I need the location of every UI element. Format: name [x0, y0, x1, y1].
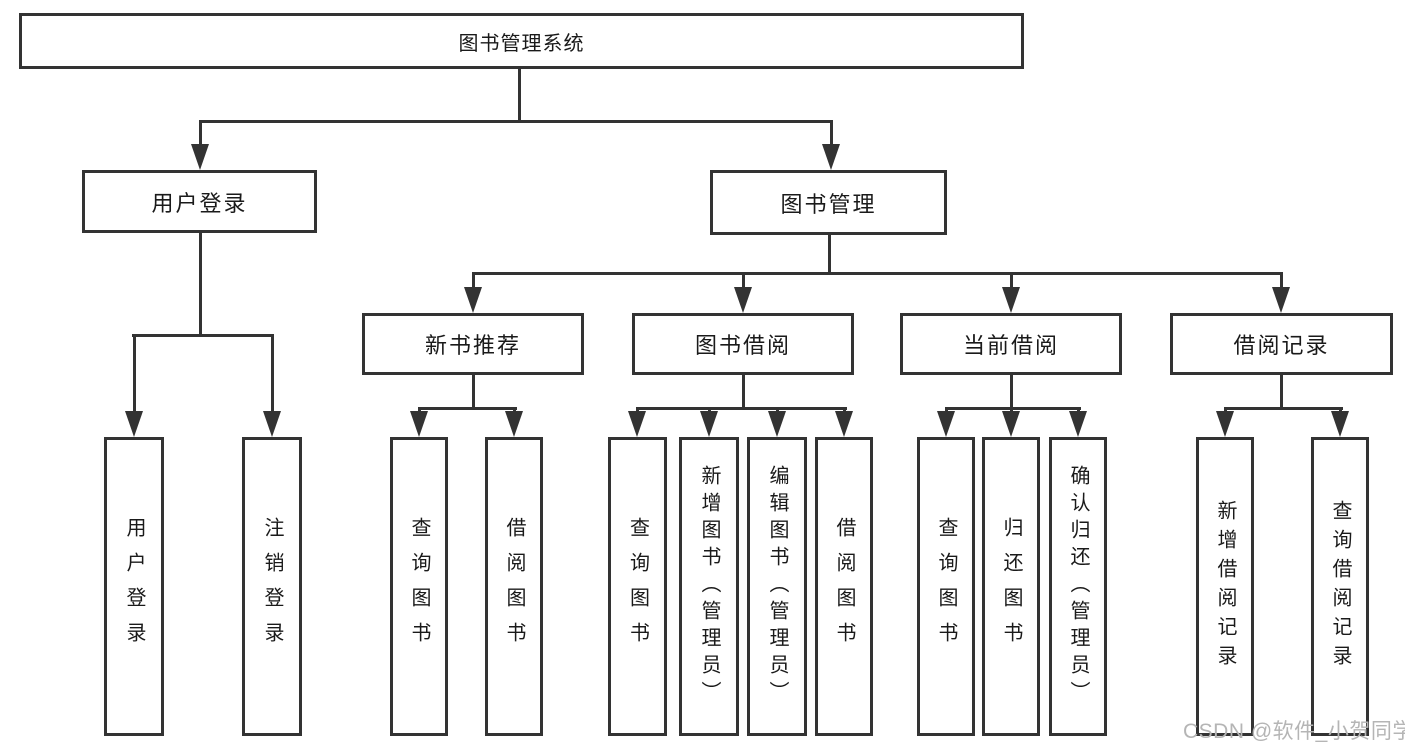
- node-user-login-label: 用户登录: [151, 190, 248, 216]
- connector-book-borrow-trunk: [742, 375, 745, 410]
- leaf-user-login-label: 用户登录: [123, 516, 145, 657]
- connector-root-branch: [199, 120, 832, 123]
- arrowhead-down-icon: [628, 411, 646, 437]
- arrowhead-down-icon: [1069, 411, 1087, 437]
- connector-drop-leaf-logout: [271, 334, 274, 414]
- arrowhead-down-icon: [1002, 287, 1020, 313]
- arrowhead-down-icon: [734, 287, 752, 313]
- arrowhead-down-icon: [125, 411, 143, 437]
- node-book-borrow-label: 图书借阅: [694, 333, 791, 358]
- connector-drop-new-book: [472, 272, 475, 290]
- connector-drop-current-borrow: [1010, 272, 1013, 290]
- connector-drop-user-login: [199, 120, 202, 150]
- node-library-system-label: 图书管理系统: [458, 32, 585, 55]
- leaf-newbook-borrow-books-label: 借阅图书: [503, 516, 525, 657]
- arrowhead-down-icon: [700, 411, 718, 437]
- node-book-borrow: 图书借阅: [632, 313, 854, 375]
- connector-user-login-branch: [132, 334, 274, 337]
- leaf-borrow-edit-books-admin: 编辑图书（管理员）: [747, 437, 807, 736]
- node-user-login: 用户登录: [82, 170, 317, 233]
- connector-drop-borrow-records: [1280, 272, 1283, 290]
- leaf-records-add-record-label: 新增借阅记录: [1214, 499, 1236, 674]
- leaf-records-search-record-label: 查询借阅记录: [1329, 499, 1351, 674]
- leaf-logout-login: 注销登录: [242, 437, 302, 736]
- arrowhead-down-icon: [768, 411, 786, 437]
- connector-borrow-records-trunk: [1280, 375, 1283, 410]
- arrowhead-down-icon: [937, 411, 955, 437]
- arrowhead-down-icon: [464, 287, 482, 313]
- node-library-system: 图书管理系统: [19, 13, 1024, 69]
- arrowhead-down-icon: [1272, 287, 1290, 313]
- connector-user-login-trunk: [199, 233, 202, 337]
- connector-root-trunk: [518, 69, 521, 122]
- node-current-borrow-label: 当前借阅: [962, 333, 1059, 358]
- arrowhead-down-icon: [1002, 411, 1020, 437]
- leaf-newbook-search-books-label: 查询图书: [408, 516, 430, 657]
- node-book-management: 图书管理: [710, 170, 947, 235]
- leaf-borrow-add-books-admin-label: 新增图书（管理员）: [698, 465, 720, 708]
- leaf-user-login: 用户登录: [104, 437, 164, 736]
- connector-drop-leaf-login: [133, 334, 136, 414]
- leaf-newbook-borrow-books: 借阅图书: [485, 437, 543, 736]
- leaf-borrow-borrow-books: 借阅图书: [815, 437, 873, 736]
- node-book-management-label: 图书管理: [780, 191, 877, 217]
- arrowhead-down-icon: [505, 411, 523, 437]
- arrowhead-down-icon: [191, 144, 209, 170]
- connector-current-borrow-branch: [945, 407, 1081, 410]
- connector-borrow-records-branch: [1224, 407, 1343, 410]
- connector-book-borrow-branch: [636, 407, 847, 410]
- leaf-logout-login-label: 注销登录: [261, 516, 283, 657]
- node-borrow-records-label: 借阅记录: [1233, 333, 1330, 358]
- leaf-borrow-borrow-books-label: 借阅图书: [833, 516, 855, 657]
- arrowhead-down-icon: [1331, 411, 1349, 437]
- connector-drop-book-mgmt: [830, 120, 833, 150]
- csdn-watermark: CSDN @软件_小贺同学: [1183, 720, 1405, 743]
- leaf-current-return-books: 归还图书: [982, 437, 1040, 736]
- leaf-records-add-record: 新增借阅记录: [1196, 437, 1254, 736]
- connector-drop-book-borrow: [742, 272, 745, 290]
- arrowhead-down-icon: [263, 411, 281, 437]
- arrowhead-down-icon: [1216, 411, 1234, 437]
- arrowhead-down-icon: [835, 411, 853, 437]
- leaf-borrow-search-books-label: 查询图书: [626, 516, 649, 657]
- arrowhead-down-icon: [410, 411, 428, 437]
- leaf-current-confirm-return-admin-label: 确认归还（管理员）: [1067, 465, 1089, 708]
- leaf-borrow-add-books-admin: 新增图书（管理员）: [679, 437, 739, 736]
- leaf-newbook-search-books: 查询图书: [390, 437, 448, 736]
- leaf-current-search-books-label: 查询图书: [935, 516, 957, 657]
- node-new-book-recommend-label: 新书推荐: [424, 333, 521, 358]
- leaf-borrow-edit-books-admin-label: 编辑图书（管理员）: [766, 465, 788, 708]
- connector-new-book-branch: [418, 407, 517, 410]
- connector-book-mgmt-branch: [472, 272, 1283, 275]
- leaf-records-search-record: 查询借阅记录: [1311, 437, 1369, 736]
- node-new-book-recommend: 新书推荐: [362, 313, 584, 375]
- connector-book-mgmt-trunk: [828, 235, 831, 275]
- connector-current-borrow-trunk: [1010, 375, 1013, 410]
- leaf-current-confirm-return-admin: 确认归还（管理员）: [1049, 437, 1107, 736]
- node-borrow-records: 借阅记录: [1170, 313, 1393, 375]
- node-current-borrow: 当前借阅: [900, 313, 1122, 375]
- leaf-current-return-books-label: 归还图书: [1000, 516, 1022, 657]
- leaf-current-search-books: 查询图书: [917, 437, 975, 736]
- leaf-borrow-search-books: 查询图书: [608, 437, 667, 736]
- connector-new-book-trunk: [472, 375, 475, 410]
- arrowhead-down-icon: [822, 144, 840, 170]
